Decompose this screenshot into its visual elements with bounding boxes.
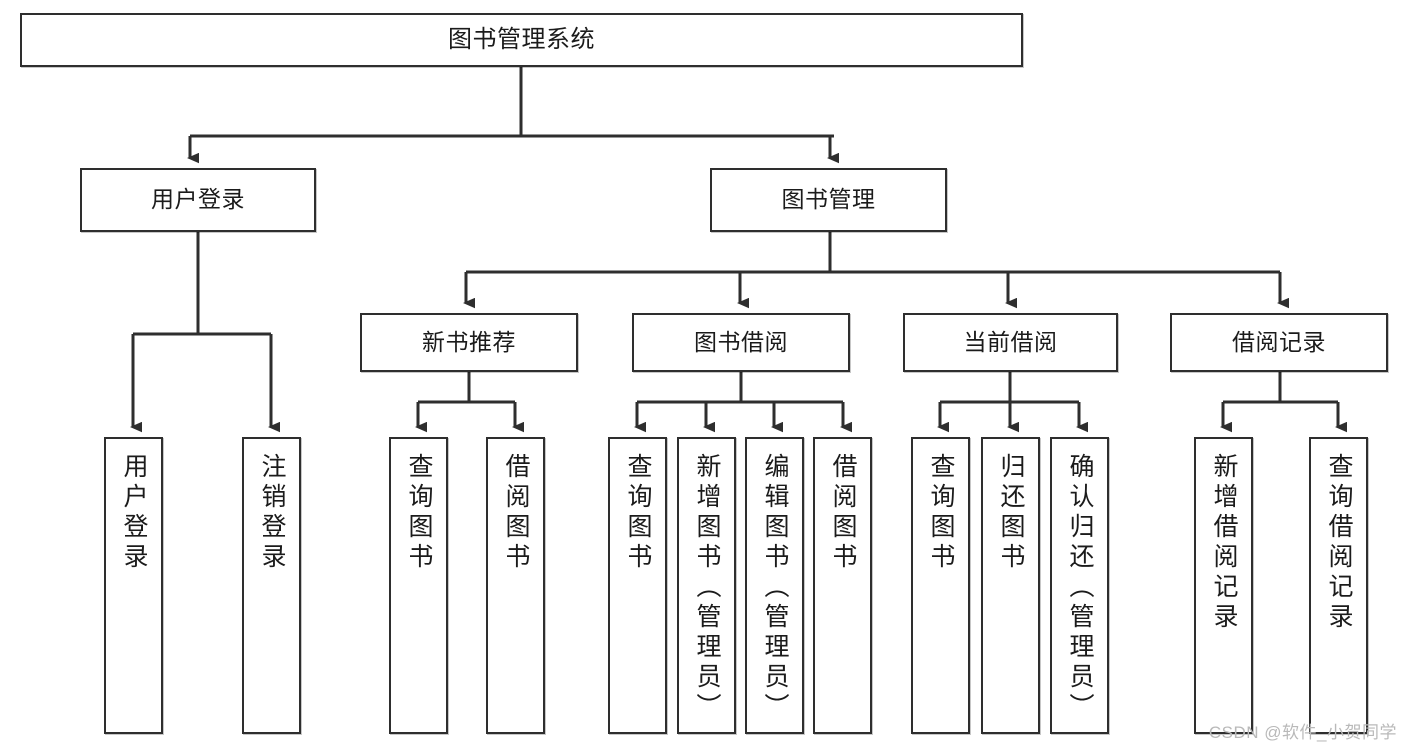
node-label: 用户登录	[120, 453, 148, 573]
node-label: 查询图书	[624, 453, 652, 573]
leaf-query-borrow-record[interactable]: 查询借阅记录	[1309, 437, 1368, 734]
node-label: 确认归还（管理员）	[1066, 453, 1094, 723]
leaf-confirm-return-admin[interactable]: 确认归还（管理员）	[1050, 437, 1109, 734]
leaf-query-book-borrow[interactable]: 查询图书	[608, 437, 667, 734]
node-current-borrow[interactable]: 当前借阅	[903, 313, 1118, 372]
leaf-user-logout[interactable]: 注销登录	[242, 437, 301, 734]
leaf-borrow-book-borrow[interactable]: 借阅图书	[813, 437, 872, 734]
node-label: 归还图书	[997, 453, 1025, 573]
node-label: 新增图书（管理员）	[693, 453, 721, 723]
leaf-user-login[interactable]: 用户登录	[104, 437, 163, 734]
node-user-login[interactable]: 用户登录	[80, 168, 316, 232]
node-label: 查询图书	[405, 453, 433, 573]
node-label: 注销登录	[258, 453, 286, 573]
node-label: 新增借阅记录	[1210, 453, 1238, 633]
node-label: 图书管理	[781, 186, 876, 213]
node-label: 借阅图书	[502, 453, 530, 573]
leaf-query-book-current[interactable]: 查询图书	[911, 437, 970, 734]
leaf-borrow-book-new-book[interactable]: 借阅图书	[486, 437, 545, 734]
node-label: 用户登录	[151, 186, 245, 213]
leaf-add-borrow-record[interactable]: 新增借阅记录	[1194, 437, 1253, 734]
leaf-query-book-new-book[interactable]: 查询图书	[389, 437, 448, 734]
node-label: 当前借阅	[963, 328, 1058, 355]
node-label: 借阅图书	[829, 453, 857, 573]
node-book-borrow[interactable]: 图书借阅	[632, 313, 850, 372]
node-label: 查询借阅记录	[1325, 453, 1353, 633]
leaf-return-book[interactable]: 归还图书	[981, 437, 1040, 734]
node-borrow-record[interactable]: 借阅记录	[1170, 313, 1388, 372]
node-label: 图书管理系统	[448, 25, 595, 53]
leaf-edit-book-admin[interactable]: 编辑图书（管理员）	[745, 437, 804, 734]
node-new-book-recommendation[interactable]: 新书推荐	[360, 313, 578, 372]
node-label: 查询图书	[927, 453, 955, 573]
leaf-add-book-admin[interactable]: 新增图书（管理员）	[677, 437, 736, 734]
node-label: 图书借阅	[694, 328, 788, 355]
node-label: 编辑图书（管理员）	[761, 453, 789, 723]
node-book-management[interactable]: 图书管理	[710, 168, 947, 232]
node-root-book-management-system[interactable]: 图书管理系统	[20, 13, 1023, 67]
node-label: 新书推荐	[422, 328, 516, 355]
node-label: 借阅记录	[1232, 328, 1326, 355]
watermark: CSDN @软件_小贺同学	[1208, 723, 1397, 742]
